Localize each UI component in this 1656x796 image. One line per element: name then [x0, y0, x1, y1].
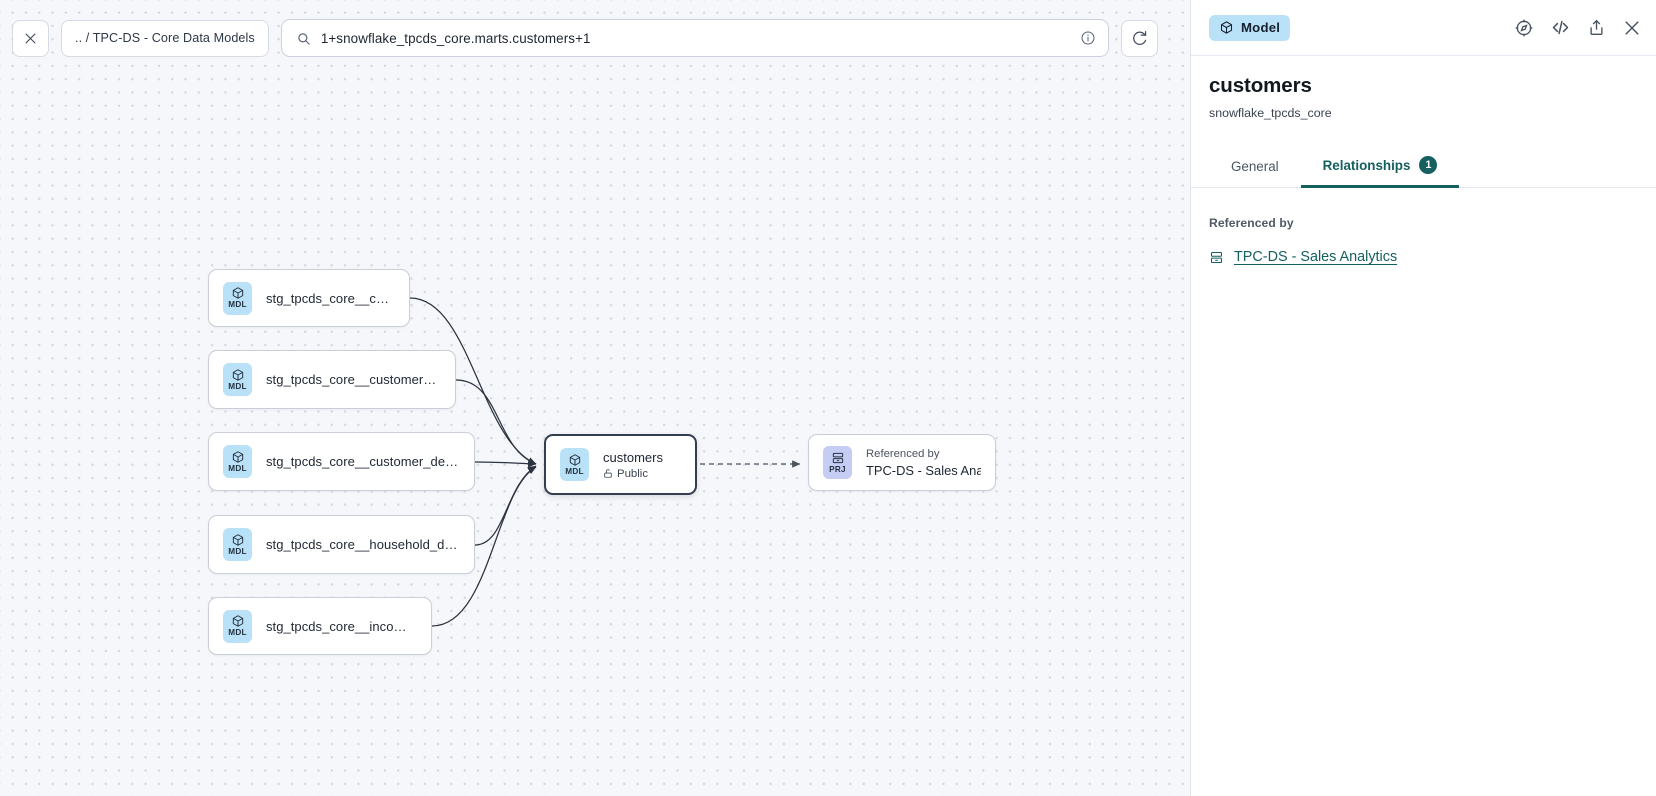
graph-node-title: customers — [603, 449, 663, 465]
panel-action-group — [1514, 17, 1642, 38]
graph-node-customers-selected[interactable]: MDL customers Public — [544, 434, 697, 495]
search-value: 1+snowflake_tpcds_core.marts.customers+1 — [320, 30, 591, 46]
relationships-content: Referenced by TPC-DS - Sales Analytics — [1191, 188, 1656, 265]
graph-node-referenced-project[interactable]: PRJ Referenced by TPC-DS - Sales Analyti… — [808, 434, 996, 491]
lineage-canvas[interactable]: MDL stg_tpcds_core__customer MDL stg_tpc… — [0, 0, 1190, 796]
model-badge: MDL — [223, 528, 252, 561]
graph-node-label: stg_tpcds_core__income_band — [266, 618, 417, 634]
model-badge-text: MDL — [565, 466, 584, 476]
graph-node-stg-income-band[interactable]: MDL stg_tpcds_core__income_band — [208, 597, 432, 655]
graph-node-label: stg_tpcds_core__customer — [266, 290, 395, 306]
model-badge-text: MDL — [228, 381, 247, 391]
graph-node-kicker: Referenced by — [866, 447, 940, 460]
search-icon — [296, 31, 311, 46]
close-icon[interactable] — [1622, 18, 1642, 38]
model-badge: MDL — [223, 609, 252, 643]
tab-relationships-count: 1 — [1419, 156, 1438, 174]
details-tabs: General Relationships 1 — [1191, 145, 1656, 188]
share-icon[interactable] — [1587, 18, 1606, 37]
graph-node-project-name: TPC-DS - Sales Analytics — [866, 462, 981, 478]
breadcrumb[interactable]: .. / TPC-DS - Core Data Models — [61, 19, 269, 57]
model-badge: MDL — [223, 363, 252, 396]
lineage-edges — [409, 297, 801, 627]
graph-node-visibility: Public — [603, 468, 663, 480]
tab-general[interactable]: General — [1209, 149, 1301, 188]
reference-link-item[interactable]: TPC-DS - Sales Analytics — [1209, 249, 1397, 265]
model-badge: MDL — [223, 281, 252, 315]
explore-icon[interactable] — [1514, 18, 1534, 38]
graph-node-stg-customer-demographics[interactable]: MDL stg_tpcds_core__customer_demogra… — [208, 432, 475, 491]
tab-relationships-label: Relationships — [1322, 157, 1411, 173]
close-lineage-button[interactable] — [12, 19, 49, 57]
cube-icon — [1219, 20, 1234, 35]
project-badge-text: PRJ — [829, 464, 846, 474]
project-badge: PRJ — [823, 446, 852, 479]
lock-icon — [603, 468, 613, 479]
model-badge-text: MDL — [228, 463, 247, 473]
graph-node-stg-customer-address[interactable]: MDL stg_tpcds_core__customer_address — [208, 350, 456, 409]
code-icon[interactable] — [1550, 17, 1571, 38]
graph-node-stg-household-demographics[interactable]: MDL stg_tpcds_core__household_demogr… — [208, 515, 475, 574]
graph-node-stg-customer[interactable]: MDL stg_tpcds_core__customer — [208, 269, 410, 327]
reference-link-label: TPC-DS - Sales Analytics — [1234, 249, 1398, 265]
refresh-icon — [1131, 30, 1148, 47]
page-title: customers — [1209, 74, 1312, 97]
model-badge-text: MDL — [228, 628, 247, 638]
model-badge-text: MDL — [228, 546, 247, 556]
lineage-search-input[interactable]: 1+snowflake_tpcds_core.marts.customers+1 — [280, 19, 1109, 57]
tab-general-label: General — [1231, 159, 1279, 174]
graph-node-label: stg_tpcds_core__customer_address — [266, 372, 441, 387]
visibility-label: Public — [617, 467, 649, 480]
refresh-button[interactable] — [1120, 19, 1158, 57]
model-badge: MDL — [223, 445, 252, 478]
details-panel-title-block: customers snowflake_tpcds_core — [1191, 56, 1656, 120]
entity-type-badge: Model — [1209, 14, 1291, 41]
details-panel: Model — [1190, 0, 1656, 796]
info-circle-icon[interactable] — [1080, 30, 1096, 46]
project-icon — [1209, 250, 1224, 265]
section-label-referenced-by: Referenced by — [1209, 216, 1294, 230]
breadcrumb-label: .. / TPC-DS - Core Data Models — [75, 31, 255, 45]
tab-relationships[interactable]: Relationships 1 — [1300, 146, 1460, 188]
close-icon — [23, 31, 38, 46]
graph-node-label: stg_tpcds_core__customer_demogra… — [266, 454, 460, 469]
model-badge: MDL — [560, 448, 589, 481]
entity-type-label: Model — [1241, 20, 1281, 35]
page-subtitle: snowflake_tpcds_core — [1209, 106, 1332, 120]
details-panel-header: Model — [1191, 0, 1656, 56]
lineage-toolbar: .. / TPC-DS - Core Data Models 1+snowfla… — [12, 19, 1158, 57]
graph-node-label: stg_tpcds_core__household_demogr… — [266, 537, 460, 552]
model-badge-text: MDL — [228, 300, 247, 310]
